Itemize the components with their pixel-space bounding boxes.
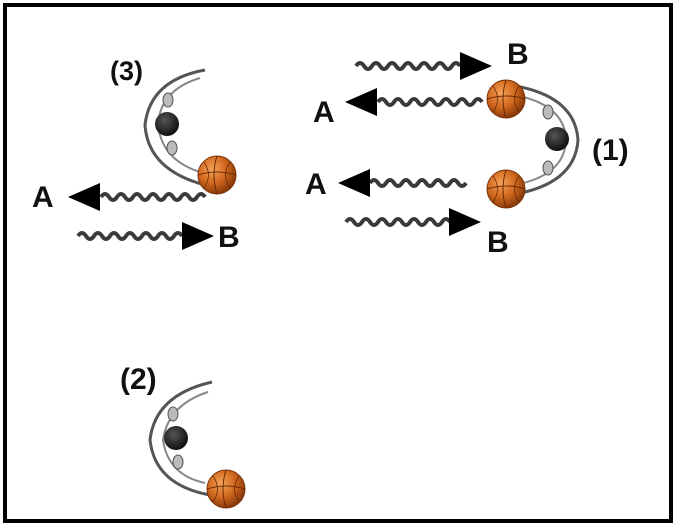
arc-lobe-icon <box>172 454 184 470</box>
black-node-icon <box>545 127 569 151</box>
wavy-arrow-right-icon <box>354 52 492 80</box>
curved-arc-icon <box>148 380 213 497</box>
arrow-label-a: A <box>32 181 54 214</box>
wavy-arrow-left-icon <box>68 183 207 211</box>
curved-arc-icon <box>143 68 206 187</box>
wavy-arrow-right-icon <box>344 208 481 236</box>
arrow-label-b: B <box>218 221 240 254</box>
basketball-icon <box>486 79 526 119</box>
wavy-arrow-left-icon <box>345 88 484 116</box>
group-2-label: (2) <box>120 363 157 396</box>
arc-lobe-icon <box>162 92 174 108</box>
arrow-label-b: B <box>487 226 509 259</box>
black-node-icon <box>164 426 188 450</box>
arrow-label-b: B <box>507 38 529 71</box>
molecule-group-1: (1) <box>486 79 629 209</box>
arc-lobe-icon <box>167 406 179 422</box>
arc-lobe-icon <box>166 140 178 156</box>
curved-arc-inner-icon <box>161 391 209 484</box>
arrow-label-a: A <box>305 168 327 201</box>
molecule-group-3: (3) <box>110 56 237 195</box>
basketball-icon <box>197 155 237 195</box>
wavy-arrow-right-icon <box>76 222 214 250</box>
molecule-group-2: (2) <box>120 363 246 509</box>
group-3-label: (3) <box>110 56 143 86</box>
basketball-icon <box>486 169 526 209</box>
diagram-frame <box>3 3 673 523</box>
arc-lobe-icon <box>542 104 554 120</box>
arc-lobe-icon <box>542 160 554 176</box>
arrow-label-a: A <box>313 96 335 129</box>
wavy-arrow-left-icon <box>338 169 468 197</box>
group-1-label: (1) <box>592 134 629 167</box>
basketball-icon <box>206 469 246 509</box>
black-node-icon <box>155 112 179 136</box>
curved-arc-icon <box>509 83 580 197</box>
